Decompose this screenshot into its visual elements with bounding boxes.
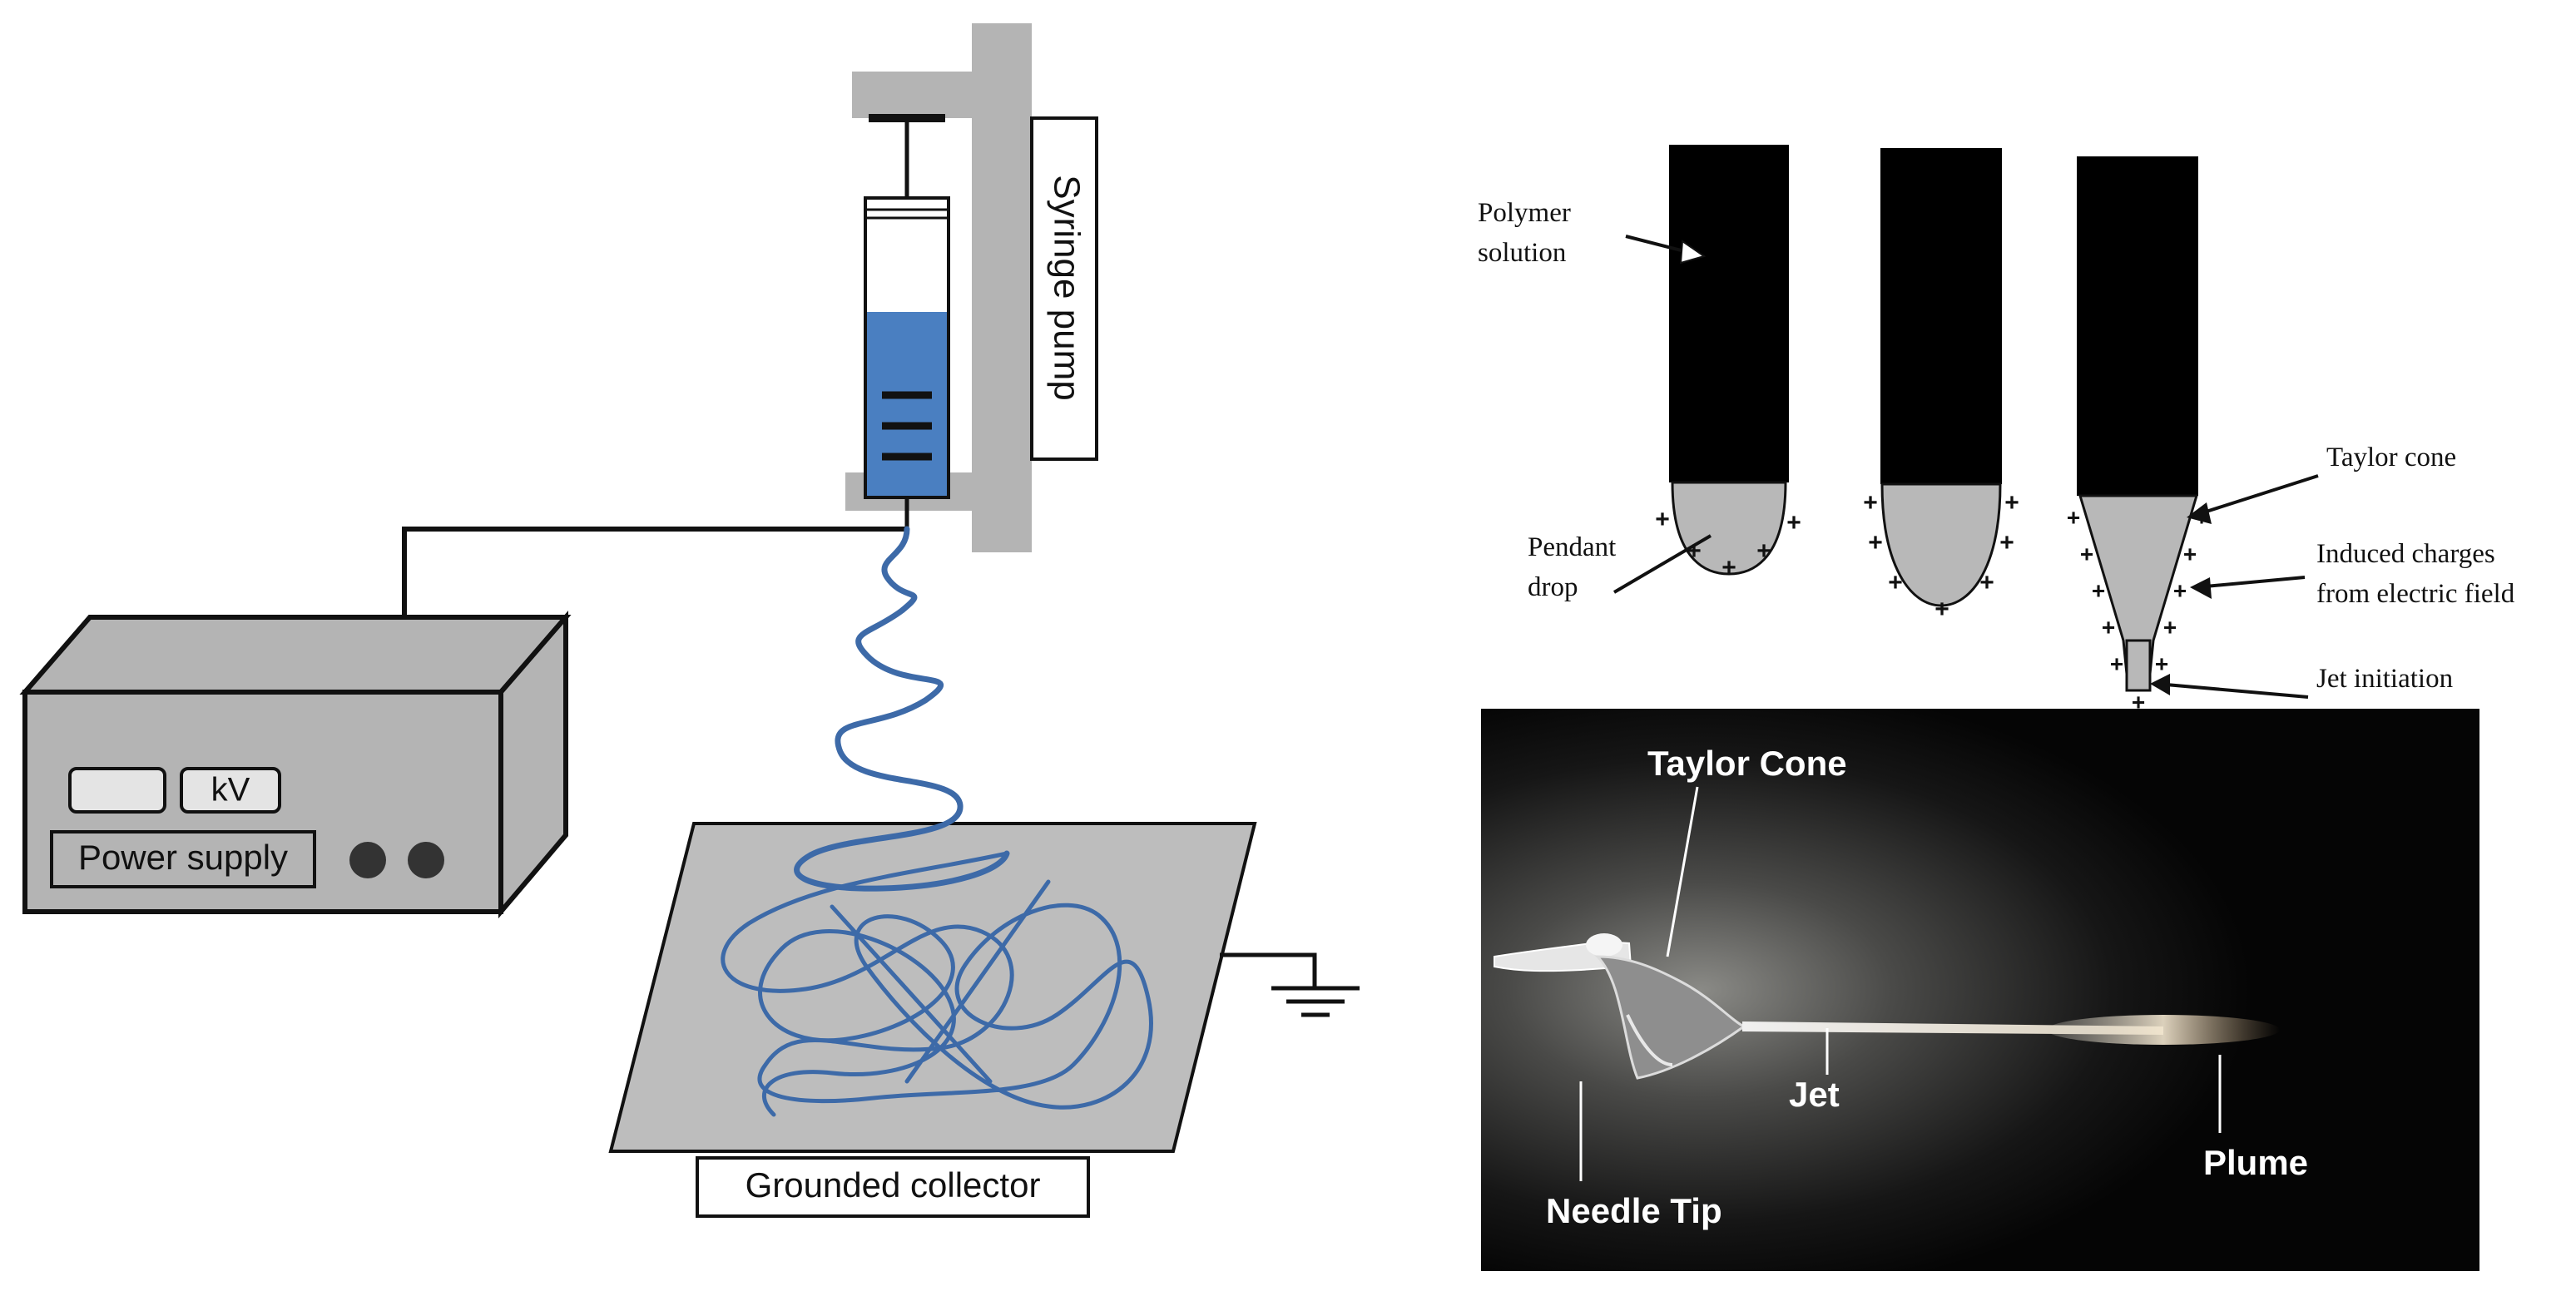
- pendant-drop-label-line1: Pendant: [1528, 532, 1616, 562]
- taylor-cone-arrow: [2192, 474, 2319, 517]
- jet-initiation-arrow: [2156, 682, 2309, 699]
- needle-elongated: + + + + + + +: [1863, 148, 2019, 623]
- induced-charges-arrow: [2196, 576, 2306, 589]
- needle-body: [1669, 145, 1789, 482]
- power-supply: kV Power supply: [19, 610, 572, 919]
- charge-plus: +: [1756, 537, 1771, 565]
- elongated-drop: [1880, 482, 2002, 607]
- jet-initiation-label: Jet initiation: [2316, 664, 2453, 694]
- needle-tip-highlight: [1586, 933, 1622, 957]
- power-knob-icon: [408, 842, 444, 878]
- pump-top-arm: [852, 72, 1032, 118]
- arrow-head-icon: [1679, 240, 1707, 265]
- taylor-cone-photo: Taylor Cone Jet Needle Tip Plume: [1481, 709, 2479, 1271]
- needle-body: [1880, 148, 2002, 484]
- photo-plume-label: Plume: [2203, 1143, 2308, 1182]
- voltage-display: [68, 767, 166, 814]
- syringe-pump-label: Syringe pump: [1046, 175, 1087, 400]
- needle-taylor-cone: + + + + + + + + + + +: [2067, 156, 2208, 715]
- charge-plus: +: [2163, 614, 2177, 640]
- pendant-drop-label-line2: drop: [1528, 572, 1578, 602]
- fiber-mat: [721, 851, 1153, 1117]
- charge-plus: +: [1863, 489, 1878, 517]
- charge-plus: +: [1786, 509, 1801, 537]
- ground-wire: [1220, 952, 1317, 988]
- power-knob-icon: [349, 842, 386, 878]
- pendant-drop-arrow: [1612, 534, 1712, 594]
- kv-label: kV: [211, 772, 250, 809]
- collector-label-box: [696, 1156, 1090, 1218]
- power-supply-top: [19, 615, 572, 695]
- arrow-head-icon: [2190, 577, 2212, 599]
- arrow-head-icon: [2187, 502, 2212, 524]
- charge-plus: +: [2092, 577, 2105, 603]
- charge-plus: +: [2102, 614, 2115, 640]
- charge-plus: +: [2004, 489, 2019, 517]
- charge-plus: +: [1979, 569, 1994, 596]
- induced-charges-label-line2: from electric field: [2316, 579, 2515, 609]
- grounded-collector-label: Grounded collector: [746, 1165, 1041, 1204]
- charge-plus: +: [1888, 569, 1903, 596]
- charge-plus: +: [2067, 504, 2080, 530]
- taylor-cone-label: Taylor cone: [2326, 443, 2456, 472]
- polymer-solution-fill: [867, 312, 947, 496]
- pump-label-box: [1030, 116, 1098, 461]
- syringe: [864, 114, 950, 529]
- photo-taylor-cone-label: Taylor Cone: [1647, 744, 1847, 783]
- polymer-solution-label-line1: Polymer: [1478, 198, 1571, 228]
- photo-plume: [2047, 1015, 2280, 1045]
- cone-glint: [1626, 1014, 1673, 1066]
- ground-icon: [1271, 986, 1360, 1017]
- syringe-pump: Syringe pump: [845, 23, 1098, 552]
- photo-needle-tip-label: Needle Tip: [1546, 1191, 1722, 1230]
- pendant-drop: [1671, 481, 1787, 576]
- power-supply-label: Power supply: [78, 838, 288, 877]
- jet-stub: [2125, 639, 2152, 692]
- charge-plus: +: [2155, 650, 2168, 676]
- charge-plus: +: [1999, 529, 2014, 556]
- needle-body: [2077, 156, 2198, 496]
- charge-plus: +: [2080, 541, 2093, 566]
- charge-plus: +: [1721, 554, 1736, 581]
- setup-diagram: Syringe pump kV Power supply: [19, 23, 1360, 1218]
- mechanism-labels: Polymer solution Pendant drop Taylor con…: [1478, 198, 2515, 699]
- charge-plus: +: [1934, 596, 1949, 623]
- charge-plus: +: [2132, 689, 2145, 715]
- fiber-helix: [794, 526, 1010, 892]
- high-voltage-wire: [402, 527, 907, 617]
- polymer-solution-label-line2: solution: [1478, 238, 1566, 268]
- charge-plus: +: [2183, 541, 2197, 566]
- arrow-head-icon: [2150, 674, 2170, 695]
- photo-taylor-cone: [1594, 955, 1746, 1080]
- needle-pendant: + + + + +: [1655, 145, 1801, 581]
- mechanism-diagram: + + + + + + + + + + + + + + + + +: [1478, 145, 2515, 715]
- photo-taylor-cone-pointer: [1666, 786, 1699, 957]
- charge-plus: +: [2173, 577, 2187, 603]
- charge-plus: +: [1655, 506, 1670, 533]
- kv-display: [180, 767, 281, 814]
- induced-charges-label-line1: Induced charges: [2316, 539, 2495, 569]
- grounded-collector: Grounded collector: [608, 822, 1360, 1218]
- charge-plus: +: [1868, 529, 1883, 556]
- collector-plate: [608, 822, 1257, 1153]
- photo-jet-label: Jet: [1789, 1075, 1840, 1114]
- charge-plus: +: [2110, 650, 2123, 676]
- power-supply-label-box: [50, 830, 316, 888]
